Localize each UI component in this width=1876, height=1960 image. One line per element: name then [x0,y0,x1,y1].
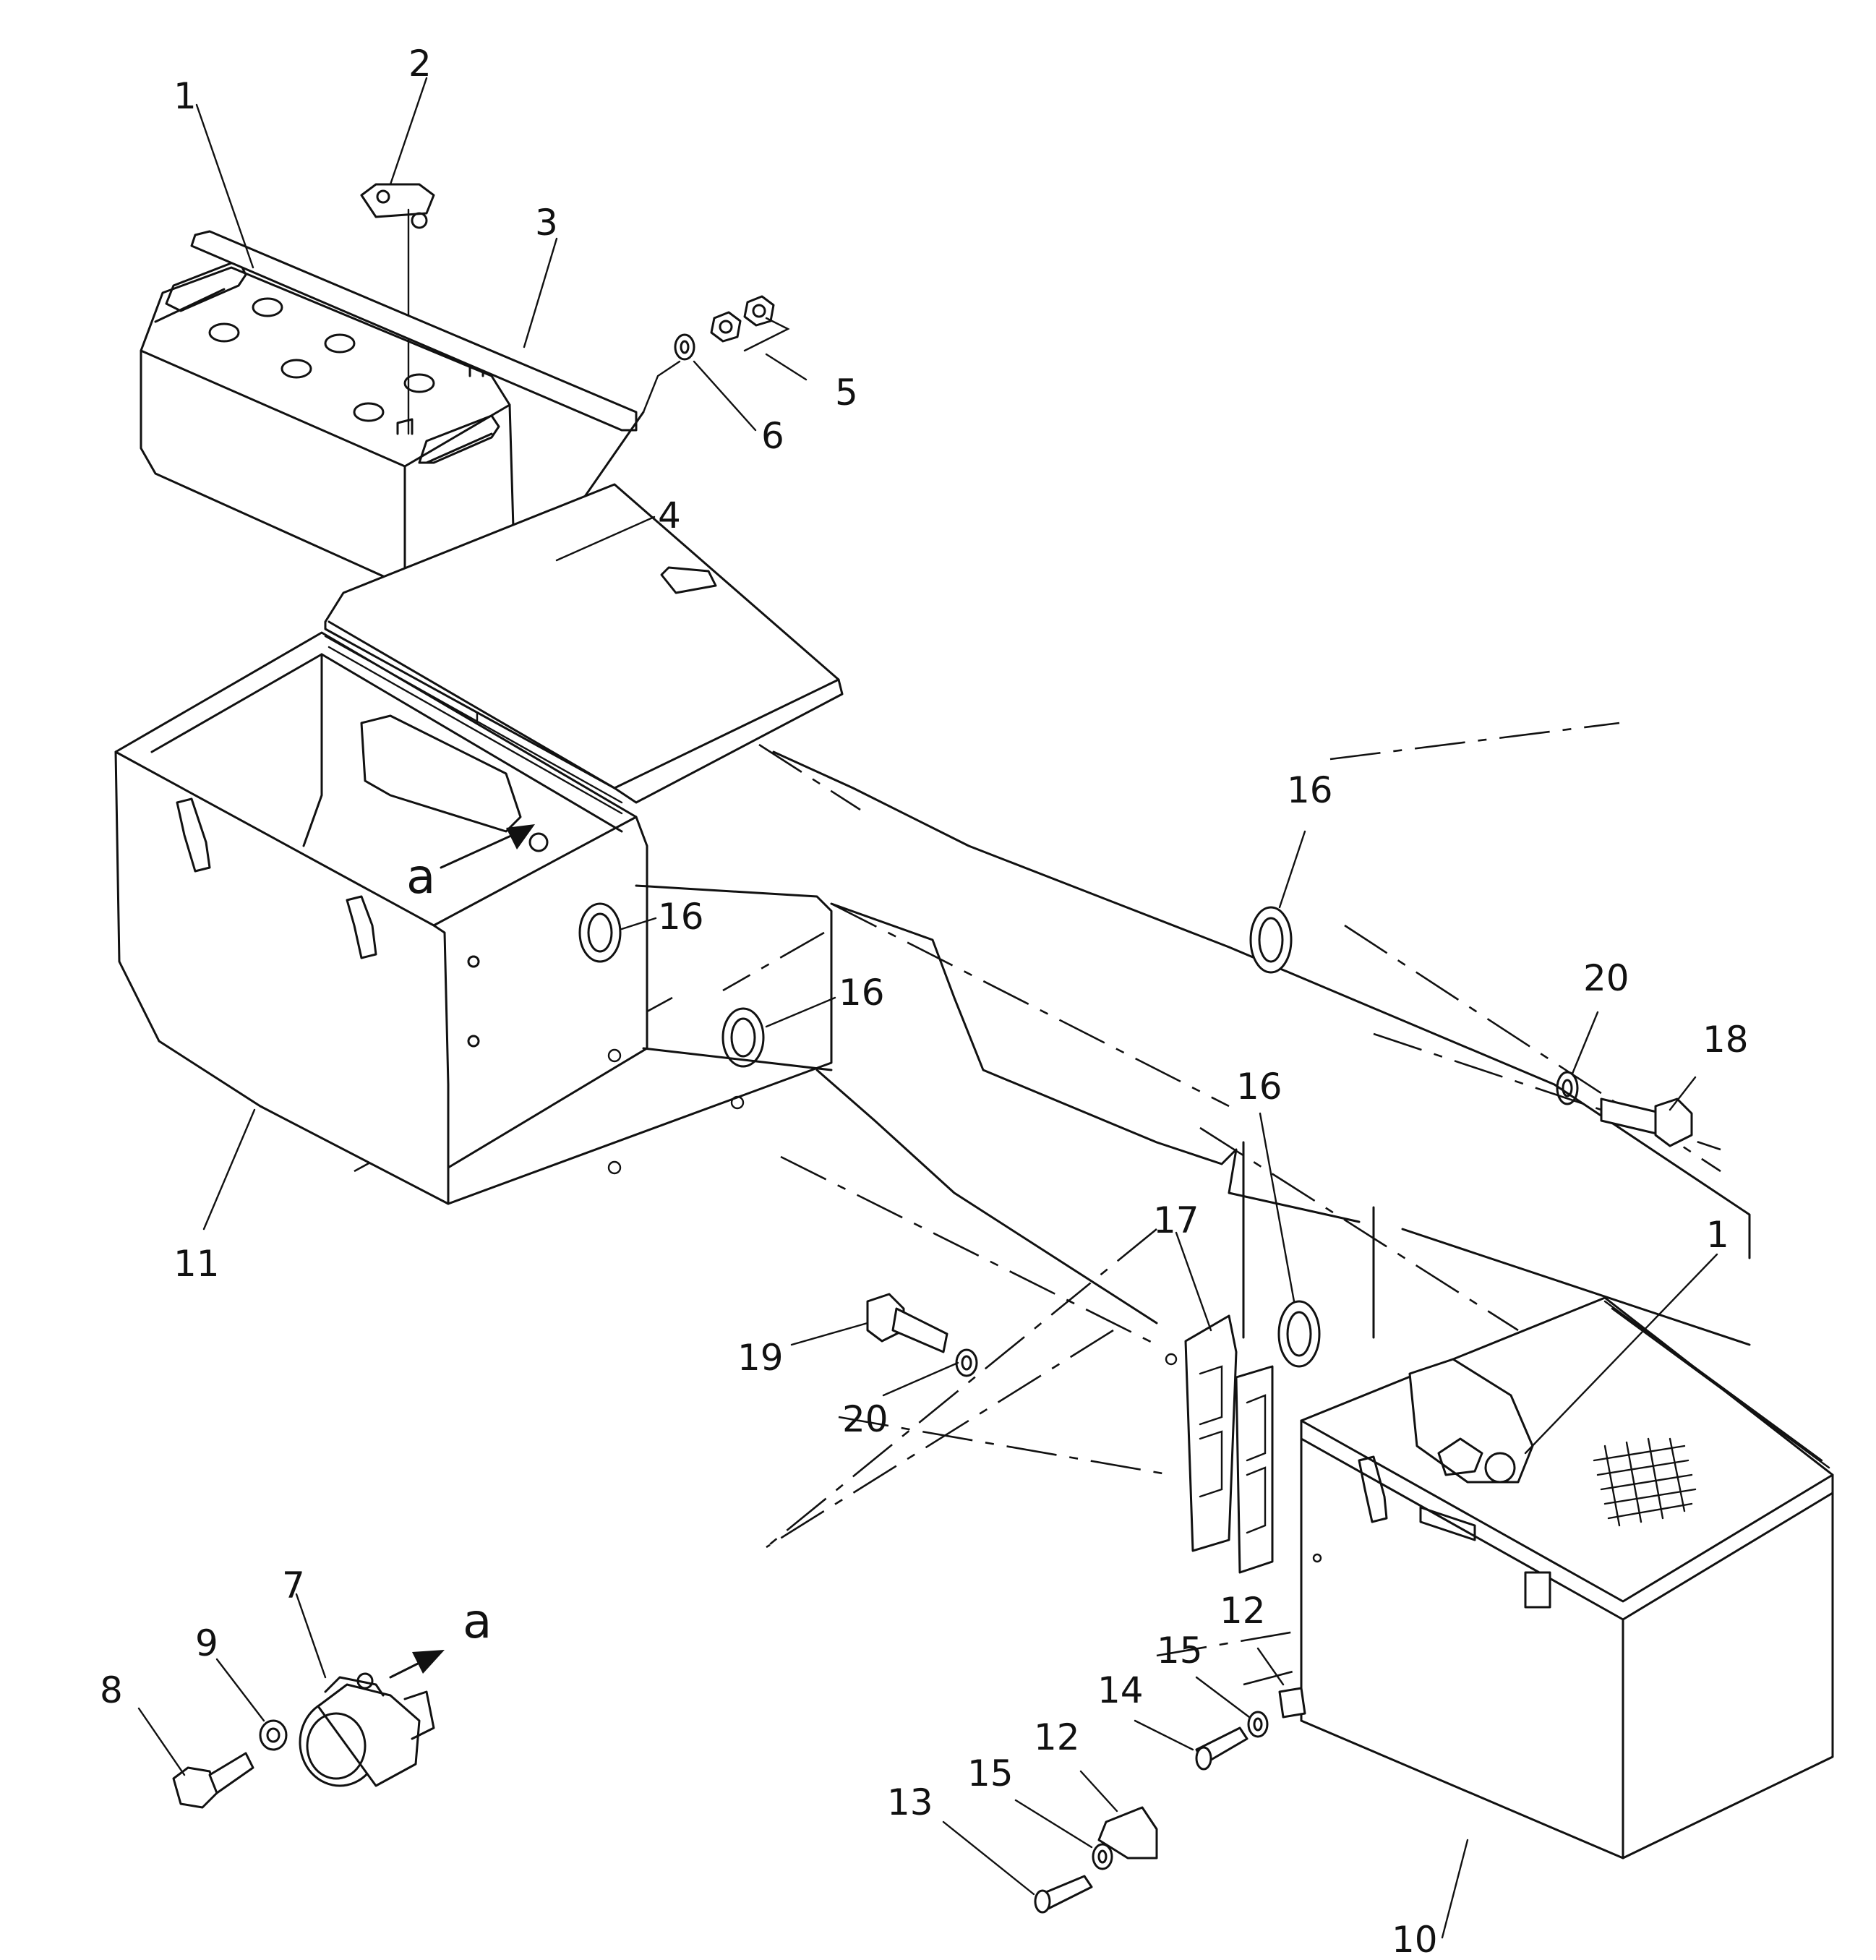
callout-5: 5 [835,372,858,414]
callout-15: 15 [1157,1630,1203,1672]
relay-7 [299,1672,435,1787]
callout-14: 14 [1097,1669,1144,1711]
view-a-arrow-relay [389,1650,445,1679]
callout-13: 13 [887,1781,933,1823]
callout-16: 16 [839,972,885,1014]
callout-19: 19 [737,1337,784,1379]
callout-2: 2 [408,43,432,85]
callout-12: 12 [1220,1590,1266,1632]
washer-15b [1092,1843,1113,1870]
bolt-8 [172,1752,254,1809]
callout-9: 9 [195,1622,218,1664]
battery-box-right [1300,1296,1834,1860]
callout-12: 12 [1034,1716,1080,1758]
washer-6 [674,333,695,361]
callout-20: 20 [1583,957,1629,999]
view-letter-a: a [463,1593,492,1649]
chassis-rail [772,750,1751,1346]
screw-14 [1195,1726,1248,1771]
view-letter-a: a [406,849,435,904]
nuts [710,295,790,352]
callout-labels: 1 2 3 4 5 6 16 16 16 16 11 20 18 1 17 19… [100,43,1749,1960]
bolt-19 [866,1293,948,1353]
washer-9 [259,1719,288,1751]
callout-16: 16 [1236,1066,1282,1108]
battery-upper [140,259,515,591]
screw-13 [1034,1875,1093,1914]
washer-20a [1556,1071,1579,1105]
grommet-16d [1277,1300,1321,1368]
bracket-12b [1097,1806,1158,1860]
callout-17: 17 [1153,1199,1199,1241]
callout-6: 6 [761,415,784,457]
battery-box-left [114,483,844,1205]
callout-16: 16 [658,896,704,938]
vent-grid [1593,1437,1697,1527]
callout-7: 7 [282,1565,305,1606]
callout-3: 3 [535,202,558,244]
callout-4: 4 [658,495,681,536]
callout-1: 1 [1706,1214,1729,1256]
shim-plates [1165,1314,1274,1574]
callout-10: 10 [1392,1919,1438,1960]
grommet-16b [721,1007,765,1068]
grommet-16c [1249,906,1293,974]
frame-plate [447,884,833,1205]
grommet-16a [578,902,622,963]
callout-18: 18 [1702,1019,1749,1061]
hold-down-bar [190,230,638,432]
view-a-arrow-box [440,824,535,869]
callout-11: 11 [174,1243,220,1285]
washer-15a [1247,1711,1269,1738]
bolt-18 [1600,1097,1693,1147]
callout-15: 15 [967,1753,1014,1794]
callout-20: 20 [842,1398,888,1440]
leader-lines [137,77,1718,1939]
callout-16: 16 [1287,769,1333,811]
callout-1: 1 [174,75,197,117]
washer-20b [955,1348,978,1377]
bracket-12a [1278,1687,1306,1719]
callout-8: 8 [100,1669,123,1711]
